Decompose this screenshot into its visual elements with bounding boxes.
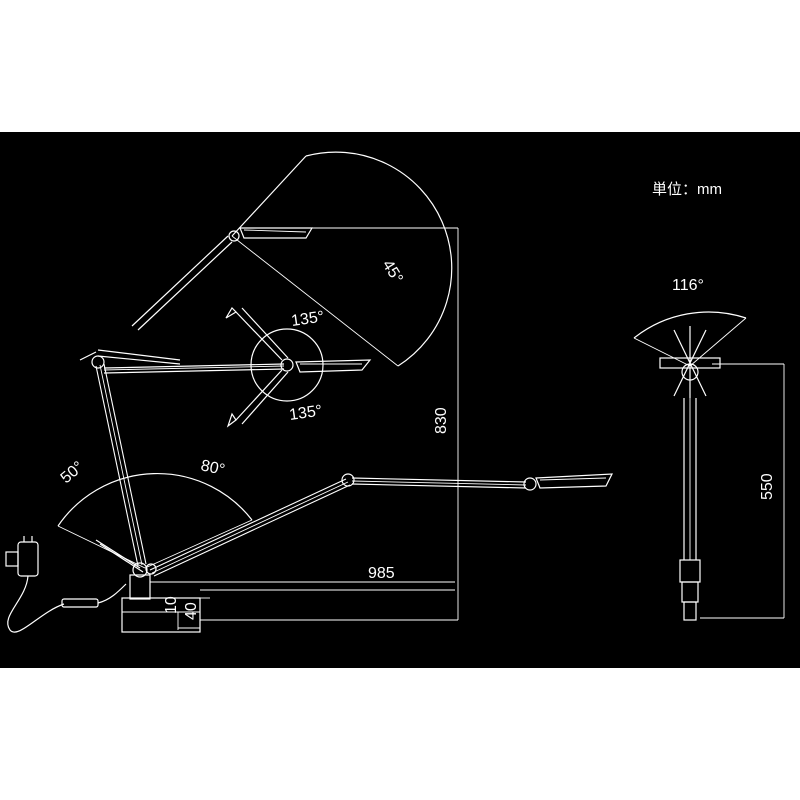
front-view-lamp	[633, 311, 747, 621]
power-adapter	[5, 536, 127, 633]
dimension-label-550: 550	[759, 473, 776, 500]
lower-arm-forward	[149, 473, 355, 577]
front-height-dimension-line	[700, 363, 785, 619]
dimension-label-830: 830	[433, 407, 450, 434]
dimension-label-40: 40	[183, 602, 200, 620]
diagram-background	[0, 132, 800, 668]
lamp-base	[121, 562, 201, 633]
angle-label-45: 45°	[379, 257, 406, 287]
upper-arm-raised	[131, 227, 314, 331]
angle-label-50: 50°	[58, 458, 87, 487]
upper-arm-folded	[79, 349, 285, 374]
base-dimension-lines	[150, 581, 455, 630]
head-tilt-arc	[231, 151, 453, 367]
upper-arm-forward	[351, 473, 613, 491]
angle-label-135-lower: 135°	[288, 403, 323, 424]
base-rotation-arc	[57, 472, 253, 573]
angle-label-135-upper: 135°	[290, 309, 325, 330]
unit-label: 単位：mm	[652, 181, 722, 198]
angle-label-116: 116°	[672, 277, 704, 294]
dimension-label-985: 985	[368, 565, 395, 582]
height-dimension-line	[200, 227, 459, 621]
angle-label-80: 80°	[199, 457, 226, 479]
lower-arm-vertical	[91, 355, 147, 567]
elbow-rotation-cluster	[225, 307, 372, 428]
dimension-label-10: 10	[163, 596, 180, 614]
